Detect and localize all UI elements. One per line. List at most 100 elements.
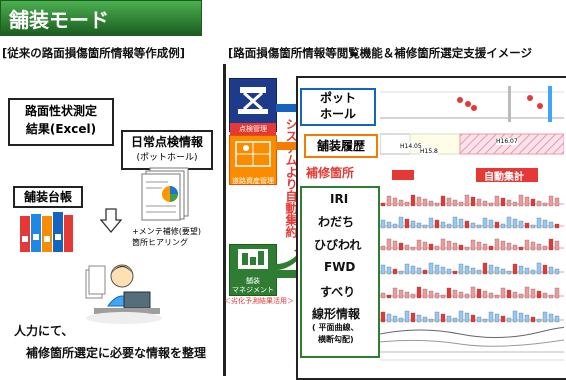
pavement-management-caption: 舗装 マネジメント [230, 277, 276, 295]
condition-bar [434, 311, 440, 323]
condition-bar [404, 244, 410, 251]
condition-bar [476, 269, 482, 275]
survey-results-line2: 結果(Excel) [25, 122, 97, 136]
footer-line1: 人力にて、 [14, 324, 74, 338]
daily-inspection-line2: (ポットホール) [136, 153, 198, 163]
mode-title-bar: 舗装モード [0, 0, 202, 36]
condition-bar [512, 263, 518, 275]
condition-bar [488, 202, 494, 207]
condition-bar [548, 238, 554, 251]
condition-bar [398, 242, 404, 251]
history-tag-2: H16.07 [496, 138, 518, 145]
condition-bar [428, 318, 434, 323]
condition-bar [512, 244, 518, 251]
condition-bar [542, 219, 548, 229]
condition-bar [392, 315, 398, 323]
section-divider [223, 64, 226, 376]
condition-bar [416, 196, 422, 207]
condition-bar [518, 220, 524, 229]
condition-bar [410, 293, 416, 299]
maintenance-note: +メンテ補修(要望) 箇所ヒアリング [132, 226, 201, 248]
condition-bar [542, 264, 548, 275]
condition-bar [476, 316, 482, 323]
condition-bar [554, 315, 560, 323]
condition-bar [470, 196, 476, 207]
documents-icon [140, 166, 196, 222]
condition-bar [488, 311, 494, 323]
condition-bar [536, 200, 542, 207]
condition-bar [536, 318, 542, 323]
condition-bar [410, 194, 416, 207]
condition-bar [476, 241, 482, 251]
condition-bar [518, 246, 524, 251]
condition-bar [416, 239, 422, 251]
condition-bar [428, 243, 434, 251]
condition-bar [416, 314, 422, 323]
survey-results-box: 路面性状測定 結果(Excel) [8, 98, 114, 146]
condition-bar [398, 270, 404, 275]
condition-bar [446, 240, 452, 251]
condition-bar [524, 196, 530, 207]
condition-bar [422, 198, 428, 207]
condition-bar [416, 267, 422, 275]
condition-bar [404, 218, 410, 229]
condition-bar [554, 268, 560, 275]
down-arrow-icon [99, 208, 123, 234]
condition-bar [428, 290, 434, 299]
condition-bar [548, 195, 554, 207]
condition-bar [452, 216, 458, 229]
condition-bar [422, 241, 428, 251]
pothole-marker [465, 101, 471, 107]
condition-bar [482, 217, 488, 229]
alignment-info-line3: 横断勾配) [318, 335, 354, 344]
pothole-marker [537, 103, 543, 109]
condition-bar [458, 218, 464, 229]
condition-bar [464, 265, 470, 275]
condition-bar [488, 292, 494, 299]
condition-bar [500, 197, 506, 207]
auto-total-label: 自動集計 [484, 172, 524, 183]
truck-icon [238, 87, 268, 114]
condition-bar [440, 238, 446, 251]
condition-bar [410, 312, 416, 323]
history-tag-1: H14.05 [400, 143, 422, 150]
condition-bar [386, 313, 392, 323]
condition-bar [500, 315, 506, 323]
condition-bar [476, 198, 482, 207]
condition-bar [380, 264, 386, 275]
repair-location-label: 補修箇所 [306, 166, 355, 180]
condition-bar [470, 267, 476, 275]
condition-bar [488, 245, 494, 251]
condition-bar [386, 266, 392, 275]
road-asset-caption: 道路資産管理 [232, 177, 274, 185]
road-asset-tile: 道路資産管理 [229, 135, 277, 185]
condition-bar [488, 264, 494, 275]
condition-bar [392, 268, 398, 275]
condition-bar [434, 219, 440, 229]
alignment-info-line2: ( 平面曲線、 [312, 323, 359, 332]
condition-bar [416, 286, 422, 299]
condition-bar [518, 194, 524, 207]
condition-bar [548, 266, 554, 275]
condition-bar [386, 238, 392, 251]
maintenance-note-line2: 箇所ヒアリング [132, 238, 188, 247]
condition-bar [452, 270, 458, 275]
condition-bar [482, 290, 488, 299]
footer-line2: 補修箇所選定に必要な情報を整理 [26, 346, 207, 360]
binders-icon [18, 210, 74, 254]
maintenance-note-line1: +メンテ補修(要望) [132, 227, 201, 236]
condition-bar [428, 262, 434, 275]
condition-bar [548, 221, 554, 229]
right-section-header: [路面損傷箇所情報等閲覧機能＆補修箇所選定支援イメージ [228, 46, 533, 60]
condition-bar [542, 311, 548, 323]
condition-bar [458, 310, 464, 323]
condition-bar [428, 217, 434, 229]
condition-bar [506, 317, 512, 323]
condition-bar [548, 313, 554, 323]
condition-bar [530, 269, 536, 275]
repair-strip [392, 168, 538, 182]
condition-bar [554, 223, 560, 229]
office-worker-illustration [84, 256, 164, 326]
condition-bar [446, 268, 452, 275]
condition-bar [380, 202, 386, 207]
